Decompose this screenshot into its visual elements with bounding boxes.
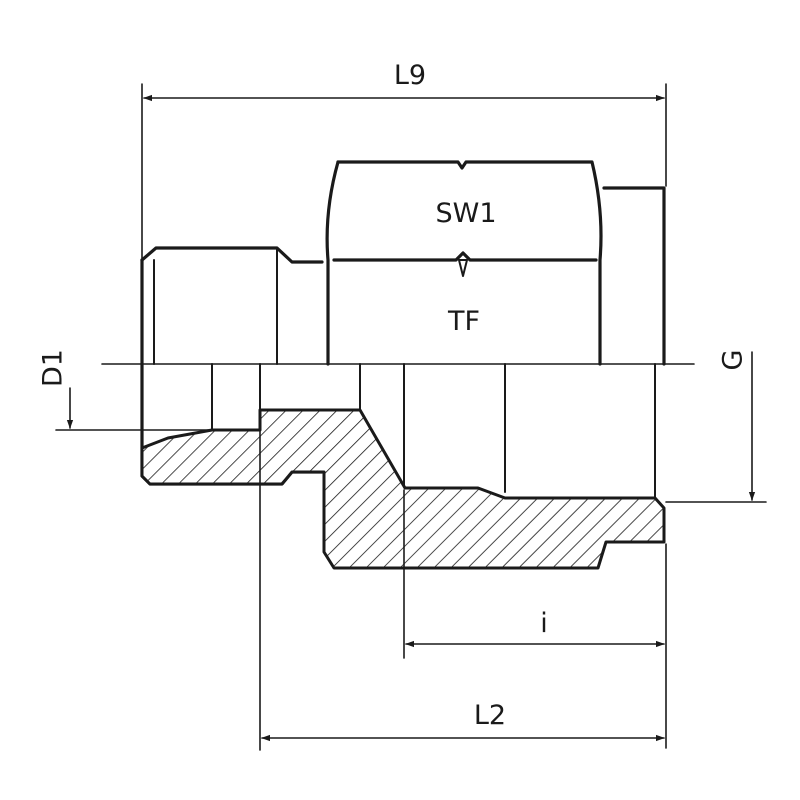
dimension-d1 xyxy=(55,387,211,431)
hatched-section xyxy=(140,408,666,570)
collar xyxy=(602,186,666,501)
label-i: i xyxy=(540,608,548,639)
dimension-i xyxy=(403,489,667,749)
section-edges xyxy=(211,363,506,493)
label-tf: TF xyxy=(447,306,480,337)
hex-nut xyxy=(325,160,603,366)
dimension-l2 xyxy=(259,429,665,751)
label-l9: L9 xyxy=(394,60,426,91)
dimension-l9 xyxy=(141,83,667,259)
label-sw1: SW1 xyxy=(435,198,496,229)
dimension-g xyxy=(665,351,767,503)
label-l2: L2 xyxy=(474,700,506,731)
label-d1: D1 xyxy=(38,349,69,387)
label-g: G xyxy=(718,350,749,371)
